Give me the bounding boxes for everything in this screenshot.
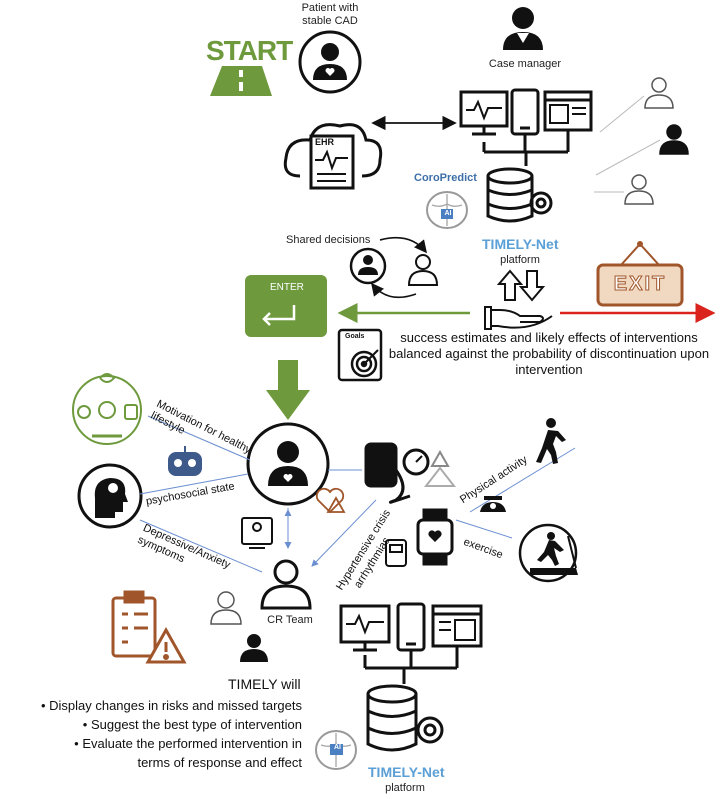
case-manager-label: Case manager (488, 58, 562, 70)
timely-will-item: • Suggest the best type of intervention (82, 717, 302, 732)
enter-label: ENTER (270, 282, 304, 293)
doctor-connector-lines (594, 95, 661, 193)
central-connectors (139, 415, 576, 573)
down-arrow-green (266, 360, 310, 420)
devices-bottom-icon (339, 602, 483, 684)
treadmill-icon (518, 523, 578, 583)
success-text: success estimates and likely effects of … (388, 330, 710, 377)
timely-will-item: • Evaluate the performed intervention in… (74, 736, 302, 770)
cr-team-doctor-icon (210, 591, 242, 625)
hand-icon (484, 306, 553, 330)
enter-key-icon (245, 275, 327, 337)
ai-label-top: AI (444, 210, 452, 217)
patient-label: Patient with stable CAD (301, 2, 359, 27)
database-top-icon (486, 167, 553, 223)
database-bottom-icon (366, 684, 444, 752)
coropredict-label: CoroPredict (414, 172, 477, 184)
robot-ai-icon (168, 446, 202, 476)
ehr-cloud-icon (283, 123, 383, 190)
timely-will-title: TIMELY will (228, 676, 301, 692)
timely-will-item: • Display changes in risks and missed ta… (40, 698, 302, 713)
case-manager-icon (503, 7, 543, 50)
walking-person-icon (536, 418, 566, 464)
heart-alert-icon (315, 487, 346, 514)
ai-label-bottom: AI (334, 744, 341, 751)
depressive-head-icon (77, 463, 143, 529)
shared-decisions-label: Shared decisions (286, 234, 371, 246)
exit-label: EXIT (613, 273, 667, 296)
timely-will-list: • Display changes in risks and missed ta… (4, 696, 302, 772)
exit-sign (596, 241, 684, 307)
app-triangle-icon (423, 449, 457, 487)
ai-brain-bottom-icon (315, 730, 357, 770)
doctor-icons-top-right (624, 77, 689, 205)
central-patient-icon (246, 422, 330, 506)
video-call-icon (241, 517, 273, 549)
shared-decisions-cycle (370, 236, 428, 299)
shared-patient-icon (349, 247, 387, 285)
start-label: START (206, 35, 293, 66)
cr-team-nurse-icon (260, 559, 312, 610)
platform-top-label: platform (500, 254, 540, 266)
glucometer-icon (385, 539, 407, 567)
shared-doctor-icon (407, 254, 439, 286)
cr-team-label: CR Team (267, 614, 313, 626)
ehr-label: EHR (315, 137, 335, 147)
platform-bottom-label: platform (385, 782, 425, 794)
checklist-alert-icon (111, 590, 187, 664)
devices-top-icon (459, 88, 593, 166)
goals-clipboard-icon (337, 328, 383, 382)
smartwatch-icon (416, 508, 454, 566)
patient-icon (298, 30, 362, 94)
cr-team-staff-icon (240, 634, 268, 662)
start-road-icon (210, 66, 272, 96)
timely-net-top-label: TIMELY-Net (482, 236, 559, 252)
coropredict-brain-icon (426, 191, 468, 229)
healthy-lifestyle-icon (72, 373, 142, 445)
blood-pressure-icon (364, 442, 430, 504)
up-down-arrows-icon (496, 269, 546, 302)
timely-net-bottom-label: TIMELY-Net (368, 764, 445, 780)
goals-label: Goals (345, 333, 365, 340)
spy-icon (480, 496, 506, 512)
